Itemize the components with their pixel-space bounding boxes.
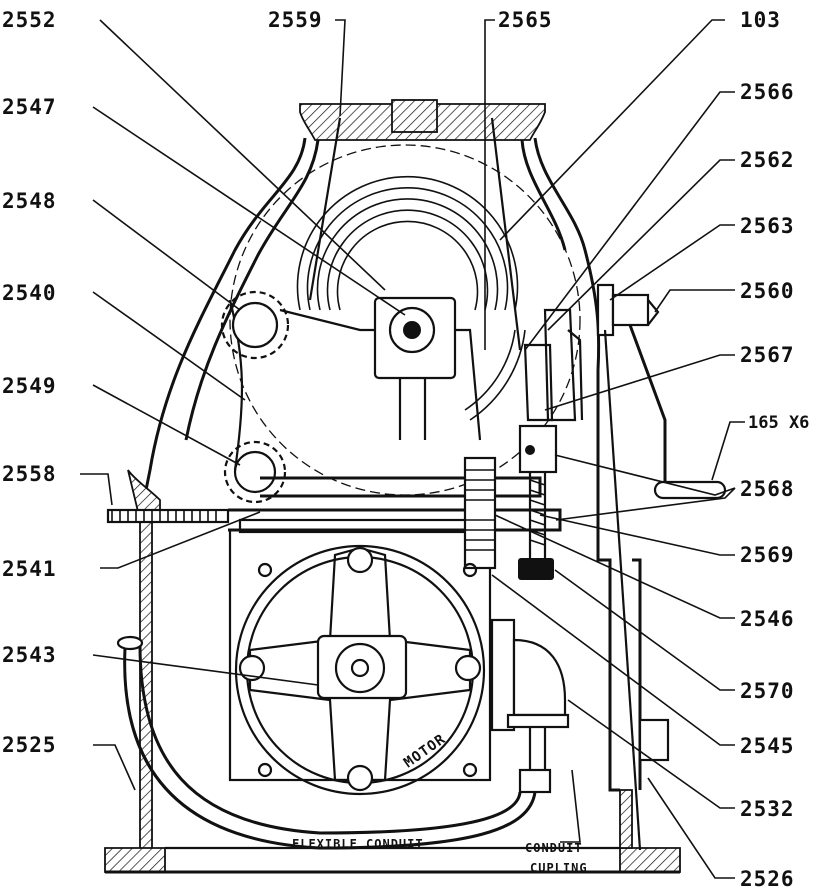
- cord-left: [308, 117, 342, 301]
- pulley-block: [373, 296, 457, 440]
- label-2568: 2568: [740, 477, 795, 501]
- label-2559: 2559: [268, 8, 323, 32]
- flexible-conduit: [116, 635, 537, 850]
- housing-outline: [104, 99, 681, 874]
- label-2526: 2526: [740, 867, 795, 890]
- label-2532: 2532: [740, 797, 795, 821]
- label-2570: 2570: [740, 679, 795, 703]
- label-2565: 2565: [498, 8, 553, 32]
- label-2543: 2543: [2, 643, 57, 667]
- label-2567: 2567: [740, 343, 795, 367]
- motor-annotation: MOTOR: [401, 731, 449, 771]
- adjusting-arm: [523, 308, 584, 422]
- label-2566: 2566: [740, 80, 795, 104]
- label-2549: 2549: [2, 374, 57, 398]
- pivot-lower: [223, 440, 287, 504]
- label-2563: 2563: [740, 214, 795, 238]
- pivot-upper: [220, 290, 290, 360]
- motor: [234, 544, 486, 796]
- label-2525: 2525: [2, 733, 57, 757]
- label-165x6: 165 X6: [748, 413, 809, 433]
- label-2547: 2547: [2, 95, 57, 119]
- label-2546: 2546: [740, 607, 795, 631]
- conduit-annotation-line2: CUPLING: [530, 861, 588, 875]
- label-2562: 2562: [740, 148, 795, 172]
- label-2545: 2545: [740, 734, 795, 758]
- label-2569: 2569: [740, 543, 795, 567]
- label-103: 103: [740, 8, 781, 32]
- junction-box: [490, 618, 570, 794]
- label-2560: 2560: [740, 279, 795, 303]
- label-2540: 2540: [2, 281, 57, 305]
- flexible-conduit-annotation: FLEXIBLE CONDUIT: [292, 837, 424, 851]
- crank-handle: [596, 283, 727, 851]
- label-2558: 2558: [2, 462, 57, 486]
- label-2541: 2541: [2, 557, 57, 581]
- conduit-annotation-line1: CONDUIT: [525, 841, 583, 855]
- label-2548: 2548: [2, 189, 57, 213]
- leader-lines: [80, 19, 745, 879]
- label-2552: 2552: [2, 8, 57, 32]
- tension-screw: [463, 424, 558, 580]
